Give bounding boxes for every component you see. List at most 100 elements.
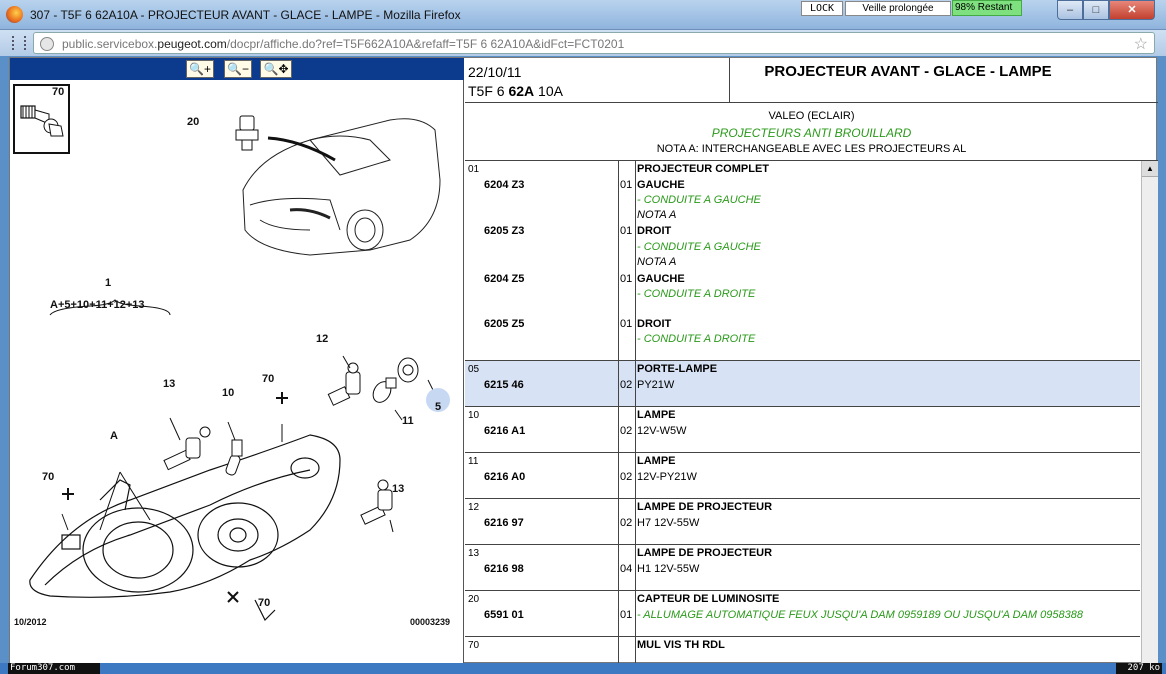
- headlight-unit: [29, 434, 341, 622]
- header-ref-c: 10A: [534, 83, 563, 99]
- zoom-out-button[interactable]: 🔍−: [224, 60, 252, 78]
- row-name: LAMPE: [637, 409, 676, 421]
- table-row[interactable]: 12 LAMPE DE PROJECTEUR 6216 97 02 H7 12V…: [465, 499, 1140, 545]
- scroll-up-arrow-icon[interactable]: ▲: [1142, 161, 1158, 177]
- row-qty: 02: [620, 471, 633, 483]
- url-bar[interactable]: public.servicebox.peugeot.com/docpr/affi…: [33, 32, 1155, 54]
- forum-badge: Forum307.com: [8, 663, 100, 674]
- header-ref-b: 62A: [508, 83, 535, 99]
- info-maker: VALEO (ECLAIR): [768, 110, 855, 122]
- row-no: 70: [468, 640, 480, 651]
- table-row[interactable]: 11 LAMPE 6216 A0 02 12V-PY21W: [465, 453, 1140, 499]
- parts-table: 01 PROJECTEUR COMPLET 6204 Z3 01 GAUCHE …: [465, 161, 1140, 664]
- label-10: 10: [222, 387, 235, 399]
- zoom-in-button[interactable]: 🔍+: [186, 60, 214, 78]
- bookmark-star-icon[interactable]: ☆: [1133, 36, 1148, 53]
- tab-grip-icon[interactable]: [12, 36, 26, 50]
- header-ref-a: T5F 6: [468, 83, 509, 99]
- label-70a: 70: [262, 373, 275, 385]
- label-12: 12: [316, 333, 329, 345]
- row-cond: - CONDUITE A DROITE: [637, 333, 756, 345]
- maximize-button[interactable]: □: [1083, 0, 1109, 20]
- bottom-strip: Forum307.com 207 ko: [0, 663, 1166, 674]
- row-no: 01: [468, 164, 480, 175]
- row-name: GAUCHE: [637, 273, 685, 285]
- row-no: 11: [468, 456, 479, 467]
- table-scrollbar[interactable]: ▲: [1141, 161, 1158, 664]
- table-row[interactable]: 01 PROJECTEUR COMPLET 6204 Z3 01 GAUCHE …: [465, 161, 1140, 361]
- row-name: DROIT: [637, 225, 672, 237]
- size-badge: 207 ko: [1116, 663, 1162, 674]
- table-row[interactable]: 20 CAPTEUR DE LUMINOSITE 6591 01 01 - AL…: [465, 591, 1140, 637]
- row-no: 12: [468, 502, 480, 513]
- label-13b: 13: [392, 483, 405, 495]
- leader-line-20: [267, 136, 336, 162]
- battery-indicator: 98% Restant: [952, 0, 1022, 16]
- url-path: /docpr/affiche.do?ref=T5F662A10A&refaff=…: [226, 37, 625, 51]
- table-row[interactable]: 10 LAMPE 6216 A1 02 12V-W5W: [465, 407, 1140, 453]
- page-title: PROJECTEUR AVANT - GLACE - LAMPE: [764, 63, 1052, 80]
- window-title: 307 - T5F 6 62A10A - PROJECTEUR AVANT - …: [30, 8, 461, 22]
- row-no: 05: [468, 364, 480, 375]
- row-cond: - CONDUITE A GAUCHE: [637, 241, 761, 253]
- diagram-code: 00003239: [410, 617, 451, 627]
- row-qty: 01: [620, 273, 633, 285]
- row-ref[interactable]: 6204 Z3: [484, 179, 525, 191]
- row-desc: 12V-W5W: [637, 425, 687, 437]
- row-ref[interactable]: 6205 Z5: [484, 318, 525, 330]
- label-5: 5: [435, 401, 442, 413]
- row-name: DROIT: [637, 318, 672, 330]
- site-identity-icon[interactable]: [40, 37, 54, 51]
- minimize-button[interactable]: –: [1057, 0, 1083, 20]
- row-ref[interactable]: 6216 A1: [484, 425, 526, 437]
- row-ref[interactable]: 6215 46: [484, 379, 524, 391]
- info-note: NOTA A: INTERCHANGEABLE AVEC LES PROJECT…: [656, 143, 967, 155]
- url-domain: peugeot.com: [157, 37, 227, 51]
- row-ref[interactable]: 6204 Z5: [484, 273, 525, 285]
- window-controls: – □ ✕: [1057, 0, 1160, 20]
- bulb-11: [372, 377, 397, 403]
- row-cond: - CONDUITE A GAUCHE: [637, 194, 761, 206]
- row-ref[interactable]: 6216 97: [484, 517, 524, 529]
- info-range: PROJECTEURS ANTI BROUILLARD: [711, 126, 912, 140]
- header-reference: 22/10/11 T5F 6 62A 10A: [465, 58, 730, 103]
- row-qty: 01: [620, 318, 633, 330]
- label-13a: 13: [163, 378, 176, 390]
- title-bar: 307 - T5F 6 62A10A - PROJECTEUR AVANT - …: [0, 0, 1166, 30]
- table-row[interactable]: 70 MUL VIS TH RDL: [465, 637, 1140, 664]
- row-qty: 01: [620, 179, 633, 191]
- bulb-13a: [163, 426, 211, 471]
- row-desc: PY21W: [637, 379, 675, 391]
- info-block: VALEO (ECLAIR) PROJECTEURS ANTI BROUILLA…: [465, 103, 1158, 161]
- row-ref[interactable]: 6216 A0: [484, 471, 526, 483]
- row-heading: PROJECTEUR COMPLET: [637, 163, 770, 175]
- row-ref[interactable]: 6591 01: [484, 609, 524, 621]
- bulb-10: [225, 439, 243, 476]
- row-qty: 02: [620, 517, 633, 529]
- row-name: GAUCHE: [637, 179, 685, 191]
- row-ref[interactable]: 6216 98: [484, 563, 524, 575]
- row-desc: H7 12V-55W: [637, 517, 700, 529]
- label-70c: 70: [258, 597, 271, 609]
- row-ref[interactable]: 6205 Z3: [484, 225, 525, 237]
- table-row[interactable]: 13 LAMPE DE PROJECTEUR 6216 98 04 H1 12V…: [465, 545, 1140, 591]
- sleep-indicator: Veille prolongée: [845, 1, 951, 16]
- car-sketch: [242, 118, 441, 256]
- row-qty: 04: [620, 563, 633, 575]
- zoom-move-button[interactable]: 🔍✥: [260, 60, 292, 78]
- table-row[interactable]: 05 PORTE-LAMPE 6215 46 02 PY21W: [465, 361, 1140, 407]
- url-text[interactable]: public.servicebox.peugeot.com/docpr/affi…: [62, 37, 624, 51]
- headlight-diagram: [29, 115, 450, 622]
- label-1: 1: [105, 277, 112, 289]
- row-qty: 02: [620, 379, 633, 391]
- firefox-icon[interactable]: [6, 6, 23, 23]
- lock-indicator: LOCK: [801, 1, 843, 16]
- bulb-12: [327, 362, 361, 406]
- label-formula: A+5+10+11+12+13: [50, 299, 145, 311]
- row-qty: 01: [620, 225, 633, 237]
- navigation-bar: public.servicebox.peugeot.com/docpr/affi…: [0, 30, 1166, 56]
- screw-part-box: [13, 84, 70, 154]
- diagram-pane: 🔍+ 🔍− 🔍✥: [10, 58, 464, 664]
- row-green-note: - ALLUMAGE AUTOMATIQUE FEUX JUSQU'A DAM …: [637, 609, 1083, 621]
- close-button[interactable]: ✕: [1109, 0, 1155, 20]
